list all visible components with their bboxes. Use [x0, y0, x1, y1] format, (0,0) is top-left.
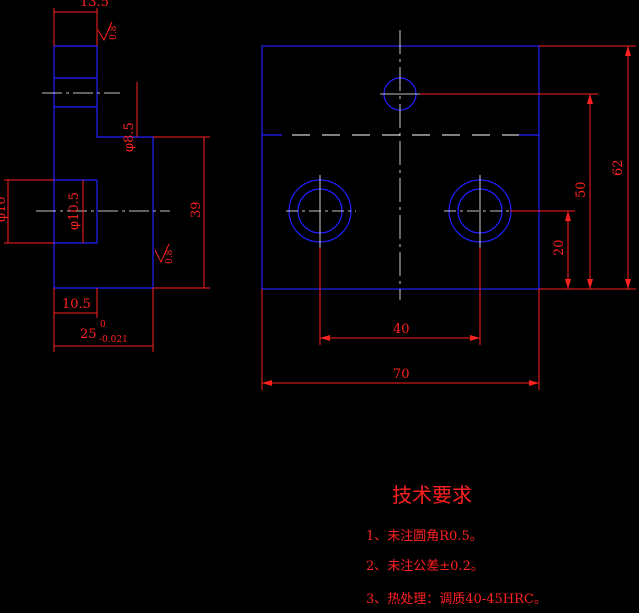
tech-line-3: 3、热处理：调质40-45HRC。 — [366, 592, 547, 607]
dim-40: 40 — [393, 322, 410, 337]
side-view-outline — [53, 45, 154, 289]
dim-105: 10.5 — [62, 297, 91, 312]
roughness-2: 0.8 — [165, 249, 175, 264]
front-view — [261, 30, 540, 300]
tol-upper: 0 — [100, 320, 106, 330]
front-view-outline — [261, 45, 540, 290]
dim-phi10: φ10 — [0, 196, 9, 222]
technical-requirements: 技术要求 1、未注圆角R0.5。 2、未注公差±0.2。 3、热处理：调质40-… — [366, 483, 547, 607]
dim-25: 25 — [80, 327, 97, 342]
tol-lower: -0.021 — [99, 335, 128, 345]
tech-title: 技术要求 — [392, 483, 472, 507]
side-view — [36, 45, 170, 289]
dim-top-partial: 13.5 — [80, 0, 109, 10]
dim-39: 39 — [189, 201, 204, 218]
dim-phi85: φ8.5 — [122, 122, 137, 152]
front-dimensions: 40 70 20 50 62 — [261, 45, 636, 390]
dim-70: 70 — [393, 367, 410, 382]
dim-phi105: φ10.5 — [67, 192, 82, 230]
roughness-1: 0.8 — [109, 25, 119, 40]
dim-20: 20 — [552, 239, 567, 256]
dim-62: 62 — [611, 159, 626, 176]
dim-50: 50 — [574, 181, 589, 198]
tech-line-1: 1、未注圆角R0.5。 — [366, 529, 483, 544]
tech-line-2: 2、未注公差±0.2。 — [366, 559, 484, 574]
side-dimensions: 13.5 0.8 φ8.5 φ10.5 φ10 39 0.8 10.5 25 0 — [0, 0, 210, 352]
